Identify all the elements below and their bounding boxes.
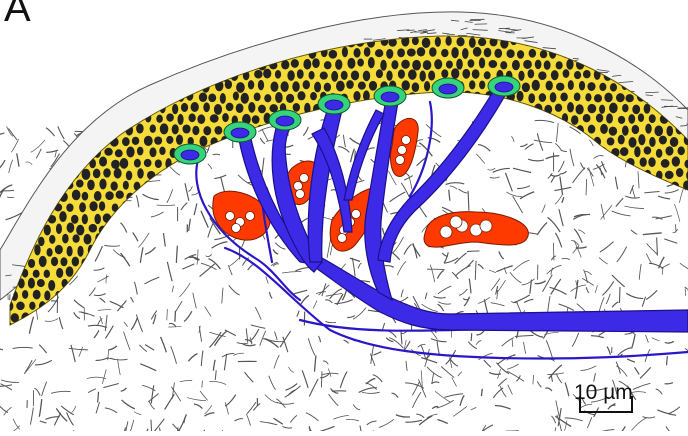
vessel-terminal [432,78,464,98]
blood-cell [352,210,361,219]
vessel-terminal [269,110,301,130]
vessel-terminal [374,86,406,106]
blood-cell [232,224,241,233]
blood-cell [398,146,407,155]
blood-cell [440,226,452,238]
blood-cell [338,234,347,243]
scale-bar-label: 10 µm [574,382,633,403]
panel-label: A [4,0,31,28]
thin-vessel-1 [225,248,688,359]
vessel-terminal [224,122,256,142]
blood-cell [402,136,411,145]
vessel-terminal [488,76,520,96]
blood-cell [450,216,462,228]
blood-cell [296,190,305,199]
vessel-terminal [174,144,206,164]
blood-cell [294,182,303,191]
vessel-terminal [318,94,350,114]
blood-cell [246,212,255,221]
blood-cell [480,220,492,232]
blood-cell [396,156,405,165]
blood-cell [226,212,235,221]
blood-cell [300,174,309,183]
